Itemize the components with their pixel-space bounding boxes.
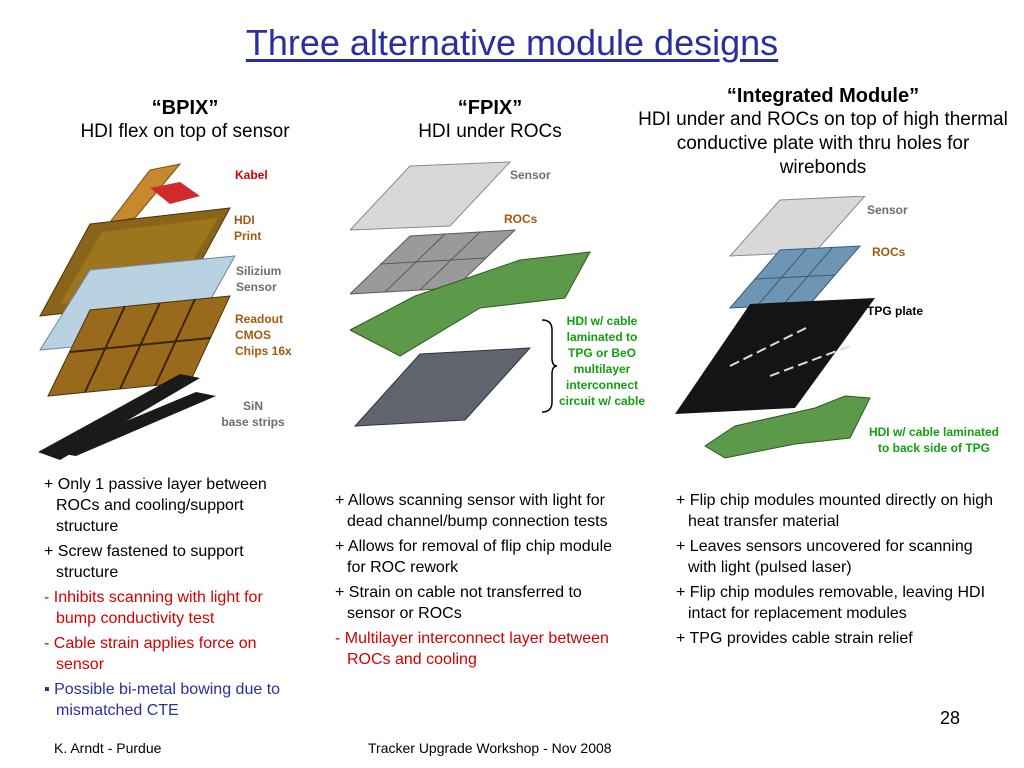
slide-title: Three alternative module designs [245,22,779,63]
bpix-header: “BPIX” HDI flex on top of sensor [40,96,330,144]
bpix-exploded-diagram [38,163,236,460]
brace-icon [541,319,558,413]
sin-label-line1: SiN [242,399,263,413]
fpix-hdi-label: HDI w/ cable laminated to TPG or BeO mul… [558,314,646,408]
integrated-bullet-1: + Flip chip modules mounted directly on … [676,492,994,530]
silizium-label-line2: Sensor [236,280,277,294]
integrated-hdi-label: HDI w/ cable laminated to back side of T… [868,425,1000,455]
fpix-header: “FPIX” HDI under ROCs [370,96,610,144]
bpix-bullet-5: ▪ Possible bi-metal bowing due to mismat… [44,681,281,719]
bpix-bullet-4: - Cable strain applies force on sensor [44,635,257,673]
fpix-subtitle: HDI under ROCs [418,121,562,142]
sin-base-strips-image [38,374,216,460]
readout-chips-label: Readout CMOS Chips 16x [235,311,292,359]
bpix-bullet-3: - Inhibits scanning with light for bump … [44,589,263,627]
footer-event: Tracker Upgrade Workshop - Nov 2008 [368,740,612,756]
integrated-name: “Integrated Module” [726,85,920,107]
fpix-bullet-1: + Allows scanning sensor with light for … [335,492,608,530]
kabel-label: Kabel [235,168,268,182]
bpix-bullet-1: + Only 1 passive layer between ROCs and … [44,476,267,535]
page-number: 28 [940,708,961,728]
footer-author: K. Arndt - Purdue [54,740,162,756]
fpix-exploded-diagram [350,161,591,427]
bpix-name: “BPIX” [151,97,219,119]
integrated-header: “Integrated Module” HDI under and ROCs o… [638,84,1008,180]
sin-label-line2: base strips [221,415,285,429]
integrated-rocs-label: ROCs [872,245,906,259]
readout-label-line2: CMOS [235,328,271,342]
kabel-cable-image [108,163,200,223]
integrated-hdi-image [704,395,871,459]
fpix-bullet-4: - Multilayer interconnect layer between … [335,630,609,668]
fpix-rocs-image [350,229,517,295]
integrated-bullet-2: + Leaves sensors uncovered for scanning … [676,538,973,576]
readout-label-line3: Chips 16x [235,344,292,358]
sin-strips-label: SiN base strips [218,398,288,430]
integrated-bullet-3: + Flip chip modules removable, leaving H… [676,584,986,622]
fpix-name: “FPIX” [457,97,523,119]
silizium-label-line1: Silizium [236,264,282,278]
fpix-base-plate-image [353,347,532,427]
integrated-bullet-list: + Flip chip modules mounted directly on … [676,490,996,653]
fpix-sensor-image [350,161,512,231]
tpg-plate-image [675,298,875,414]
tpg-plate-label: TPG plate [867,304,924,318]
fpix-hdi-image [350,251,591,357]
fpix-bullet-3: + Strain on cable not transferred to sen… [335,584,582,622]
readout-label-line1: Readout [235,312,283,326]
silizium-sensor-label: Silizium Sensor [236,263,281,295]
fpix-sensor-label: Sensor [510,168,551,182]
integrated-bullet-4: + TPG provides cable strain relief [676,630,913,647]
bpix-subtitle: HDI flex on top of sensor [80,121,290,142]
bpix-bullet-2: + Screw fastened to support structure [44,543,244,581]
fpix-bullet-list: + Allows scanning sensor with light for … [335,490,630,674]
integrated-exploded-diagram [675,196,875,459]
hdi-label-line2: Print [234,229,262,243]
fpix-bullet-2: + Allows for removal of flip chip module… [335,538,613,576]
fpix-rocs-label: ROCs [504,212,538,226]
integrated-subtitle: HDI under and ROCs on top of high therma… [638,109,1008,178]
bpix-bullet-list: + Only 1 passive layer between ROCs and … [44,474,294,725]
integrated-sensor-label: Sensor [867,203,908,217]
hdi-print-label: HDI Print [234,212,261,244]
hdi-label-line1: HDI [234,213,255,227]
